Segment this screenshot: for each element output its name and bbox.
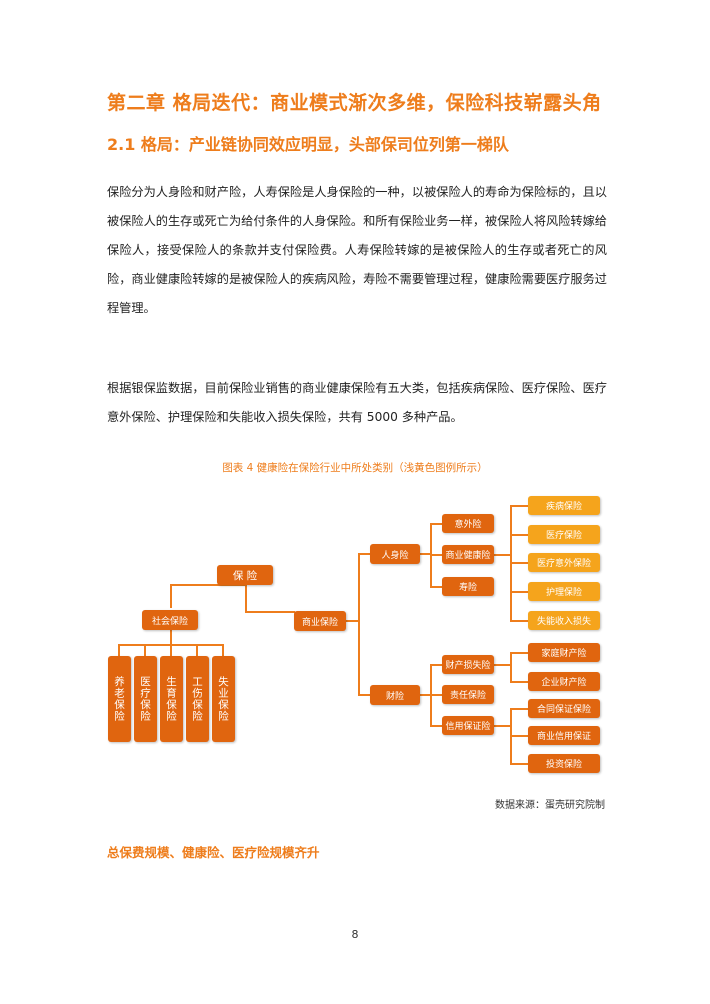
commercial-insurance-node: 商业保险 [294, 611, 346, 631]
connector-line [358, 694, 370, 696]
property-loss-node: 企业财产险 [528, 672, 600, 691]
insurance-category-diagram: 保 险 社会保险 养老保险 医疗保险 生育保险 工伤保险 失业保险 商业保险 人… [0, 480, 710, 780]
connector-line [510, 652, 512, 682]
connector-line [345, 620, 360, 622]
connector-line [510, 591, 528, 593]
connector-line [430, 523, 442, 525]
subheading: 总保费规模、健康险、医疗险规模齐升 [107, 845, 320, 860]
connector-line [430, 694, 442, 696]
property-insurance-node: 财险 [370, 685, 420, 705]
connector-line [510, 534, 528, 536]
property-child-node: 责任保险 [442, 685, 494, 704]
connector-line [170, 584, 172, 608]
connector-line [510, 505, 528, 507]
property-child-node: 信用保证险 [442, 716, 494, 735]
section-title: 2.1 格局：产业链协同效应明显，头部保司位列第一梯队 [107, 135, 509, 154]
health-category-node: 疾病保险 [528, 496, 600, 515]
connector-line [196, 644, 198, 656]
connector-line [222, 644, 224, 656]
health-category-node: 医疗保险 [528, 525, 600, 544]
connector-line [510, 763, 528, 765]
connector-line [494, 554, 512, 556]
social-child-node: 工伤保险 [186, 656, 209, 742]
connector-line [420, 553, 432, 555]
connector-line [430, 554, 442, 556]
connector-line [494, 664, 512, 666]
health-category-node: 医疗意外保险 [528, 553, 600, 572]
connector-line [358, 553, 370, 555]
credit-guarantee-node: 投资保险 [528, 754, 600, 773]
connector-line [170, 630, 172, 644]
connector-line [510, 562, 528, 564]
connector-line [170, 644, 172, 656]
life-child-node: 商业健康险 [442, 545, 494, 564]
connector-line [420, 694, 432, 696]
connector-line [430, 664, 442, 666]
property-loss-node: 家庭财产险 [528, 643, 600, 662]
connector-line [118, 644, 120, 656]
page-number: 8 [351, 928, 359, 941]
connector-line [144, 644, 146, 656]
social-child-node: 生育保险 [160, 656, 183, 742]
paragraph-1: 保险分为人身险和财产险，人寿保险是人身保险的一种，以被保险人的寿命为保险标的，且… [107, 185, 607, 315]
property-child-node: 财产损失险 [442, 655, 494, 674]
connector-line [510, 708, 528, 710]
social-child-node: 失业保险 [212, 656, 235, 742]
social-child-node: 养老保险 [108, 656, 131, 742]
life-child-node: 寿险 [442, 577, 494, 596]
connector-line [358, 553, 360, 695]
connector-line [510, 735, 528, 737]
connector-line [430, 725, 442, 727]
data-source-note: 数据来源：蛋壳研究院制 [495, 800, 605, 811]
life-child-node: 意外险 [442, 514, 494, 533]
life-insurance-node: 人身险 [370, 544, 420, 564]
root-insurance-node: 保 险 [217, 565, 273, 585]
connector-line [494, 725, 512, 727]
connector-line [245, 611, 295, 613]
connector-line [430, 586, 442, 588]
connector-line [510, 620, 528, 622]
connector-line [170, 584, 246, 586]
connector-line [510, 681, 528, 683]
health-category-node: 失能收入损失 [528, 611, 600, 630]
social-insurance-node: 社会保险 [142, 610, 198, 630]
paragraph-2: 根据银保监数据，目前保险业销售的商业健康保险有五大类，包括疾病保险、医疗保险、医… [107, 381, 607, 424]
credit-guarantee-node: 合同保证保险 [528, 699, 600, 718]
connector-line [510, 652, 528, 654]
chapter-title: 第二章 格局迭代：商业模式渐次多维，保险科技崭露头角 [107, 92, 602, 114]
figure-caption: 图表 4 健康险在保险行业中所处类别（浅黄色图例所示） [222, 462, 488, 474]
health-category-node: 护理保险 [528, 582, 600, 601]
connector-line [245, 577, 247, 612]
social-child-node: 医疗保险 [134, 656, 157, 742]
credit-guarantee-node: 商业信用保证 [528, 726, 600, 745]
